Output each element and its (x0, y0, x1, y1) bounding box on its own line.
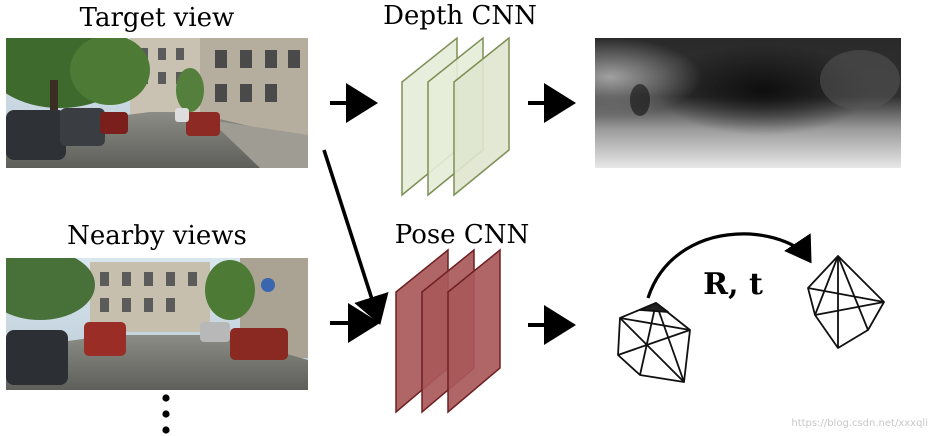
watermark: https://blog.csdn.net/xxxqli (791, 418, 928, 429)
pose-cnn-block (395, 248, 501, 414)
depth-cnn-block (401, 36, 510, 197)
pose-cnn-label: Pose CNN (395, 220, 529, 250)
arrow-target-to-pose (322, 149, 389, 325)
pose-output-label: R, t (703, 267, 763, 302)
pose-cnn-layer (447, 248, 501, 414)
arrow-camera-motion (646, 232, 812, 299)
more-views-dot (162, 394, 170, 402)
target-view-label: Target view (80, 3, 235, 33)
depth-cnn-label: Depth CNN (383, 1, 537, 31)
depth-map-image (595, 38, 901, 168)
more-views-dot (162, 410, 170, 418)
target-view-image (6, 38, 308, 168)
more-views-dot (162, 426, 170, 434)
depth-cnn-layer (453, 36, 510, 197)
nearby-views-label: Nearby views (67, 221, 247, 251)
camera-pose-target (807, 255, 885, 349)
nearby-view-image (6, 258, 308, 390)
camera-pose-source (617, 302, 691, 383)
